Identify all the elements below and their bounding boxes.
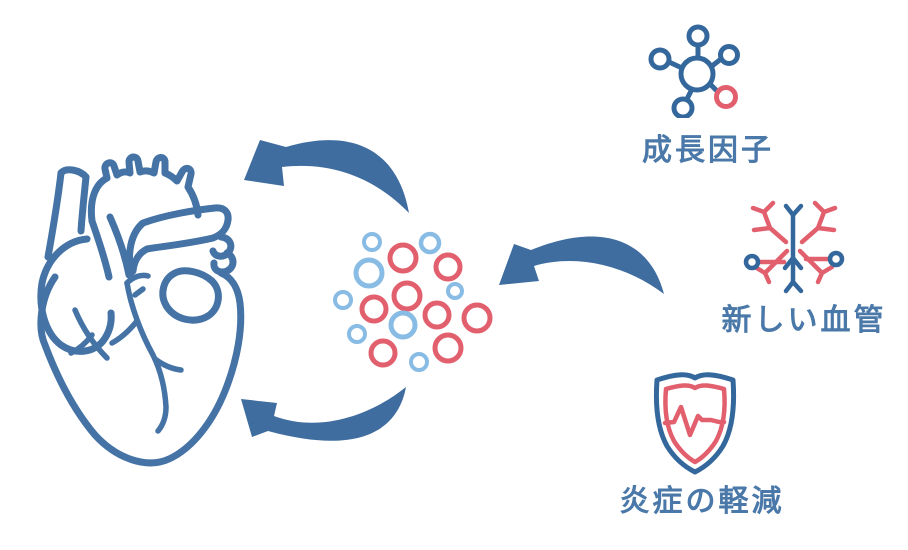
inflammation-shield-icon xyxy=(653,372,737,475)
coronary-arteries xyxy=(68,272,184,434)
growth-factor-molecule-icon xyxy=(648,24,740,118)
growth-factor-label: 成長因子 xyxy=(642,133,774,168)
new-blood-vessels-icon xyxy=(743,200,845,294)
arrow-icons-to-cells xyxy=(499,236,664,294)
new-blood-vessels-label: 新しい血管 xyxy=(721,303,887,338)
inflammation-label: 炎症の軽減 xyxy=(619,484,785,519)
cell-cluster-icon xyxy=(333,231,493,372)
heartbeat-line-icon xyxy=(662,404,727,438)
arrow-cells-to-heart-bottom xyxy=(241,387,406,441)
anatomical-heart-icon xyxy=(37,153,245,467)
arrow-cells-to-heart-top xyxy=(244,140,409,213)
